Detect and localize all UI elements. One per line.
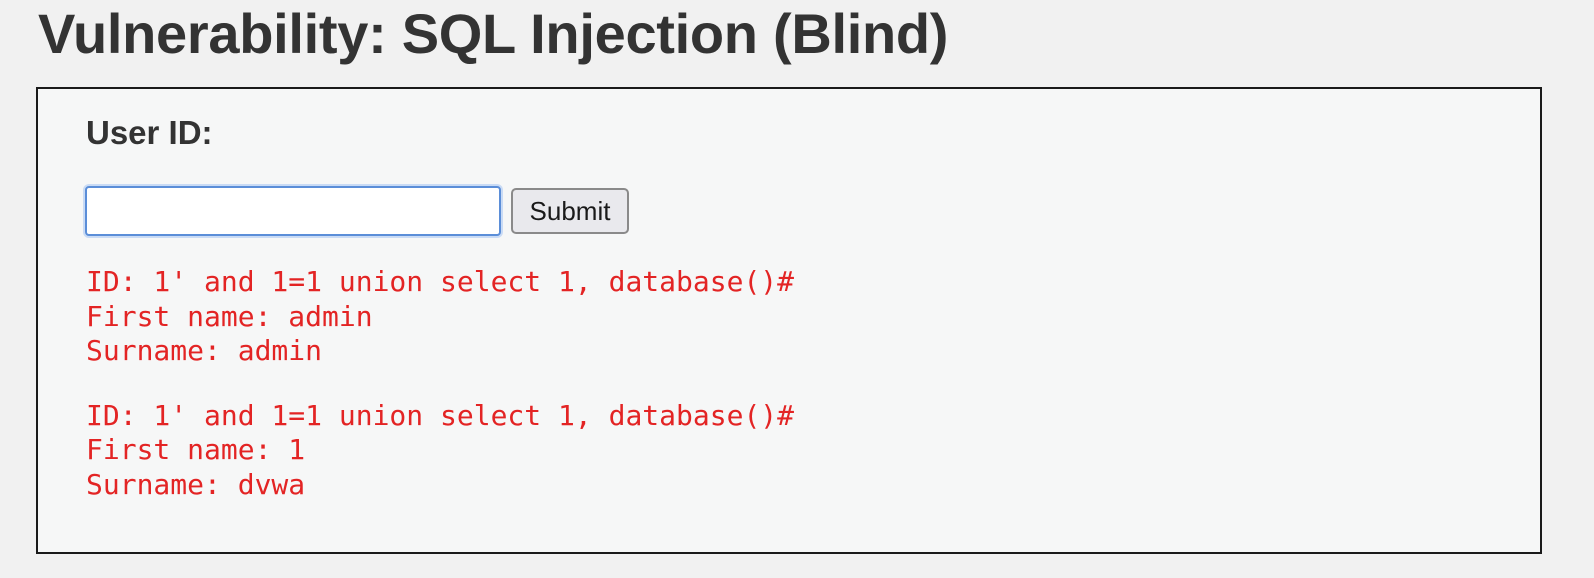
result-id-line: ID: 1' and 1=1 union select 1, database(… [86,398,795,432]
submit-button[interactable]: Submit [511,188,629,234]
vulnerable-code-area: User ID: Submit ID: 1' and 1=1 union sel… [36,87,1542,554]
result-first-name-line: First name: 1 [86,433,306,466]
result-surname-line: Surname: admin [86,334,323,367]
result-block: ID: 1' and 1=1 union select 1, database(… [86,265,794,369]
result-id-line: ID: 1' and 1=1 union select 1, database(… [86,265,795,298]
user-id-input[interactable] [85,186,501,236]
query-results: ID: 1' and 1=1 union select 1, database(… [86,265,794,532]
user-id-label: User ID: [86,114,213,151]
result-first-name-line: First name: admin [86,299,373,333]
result-block: ID: 1' and 1=1 union select 1, database(… [86,399,794,503]
page-title: Vulnerability: SQL Injection (Blind) [38,2,949,65]
result-surname-line: Surname: dvwa [86,467,306,501]
